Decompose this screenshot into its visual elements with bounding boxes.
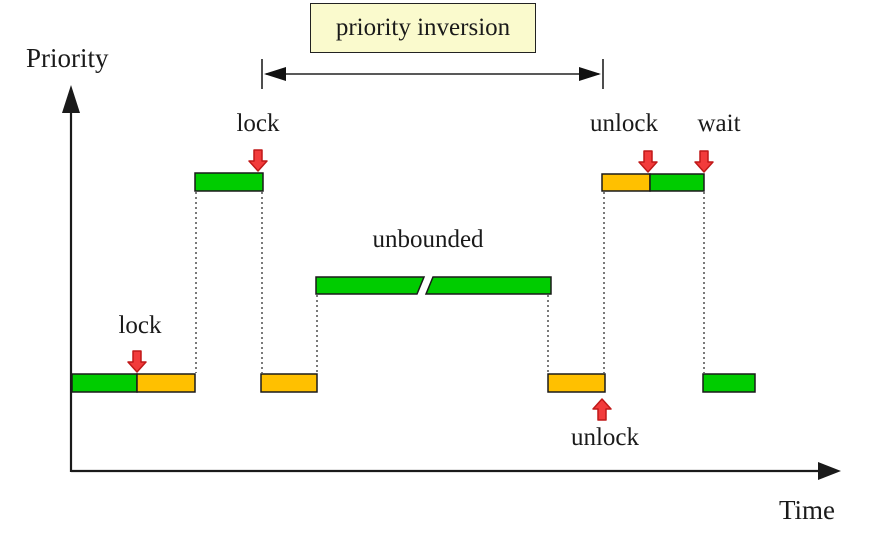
low-priority-lock-bar <box>136 373 196 393</box>
high-priority-running-bar <box>194 172 264 192</box>
priority-inversion-box-label: priority inversion <box>335 14 511 41</box>
task-bars <box>71 172 756 393</box>
x-axis-label: Time <box>779 495 836 525</box>
unlock-low-label: unlock <box>570 424 640 451</box>
low-priority-running-bar <box>71 373 138 393</box>
lock-high-label: lock <box>236 110 280 137</box>
y-axis <box>62 85 80 472</box>
left-arrowhead-icon <box>264 67 286 81</box>
wait-label: wait <box>697 110 741 137</box>
lock-high-arrow-icon <box>248 149 268 172</box>
priority-inversion-box: priority inversion <box>310 3 536 53</box>
unlock-low-arrow-icon <box>592 398 612 421</box>
wait-arrow-icon <box>694 150 714 173</box>
high-priority-lock-bar <box>601 173 651 192</box>
unlock-high-label: unlock <box>589 110 659 137</box>
x-axis-arrowhead-icon <box>818 462 841 480</box>
right-arrowhead-icon <box>579 67 601 81</box>
low-priority-lock-bar <box>547 373 606 393</box>
low-priority-lock-bar <box>260 373 318 393</box>
lock-low-arrow-icon <box>127 350 147 373</box>
medium-priority-unbounded-bar-right <box>424 276 552 295</box>
medium-priority-unbounded-bar-left <box>315 276 426 295</box>
y-axis-label: Priority <box>26 43 109 73</box>
y-axis-arrowhead-icon <box>62 85 80 113</box>
x-axis <box>71 462 841 480</box>
inversion-span-arrow <box>261 59 604 89</box>
unbounded-label: unbounded <box>372 226 484 253</box>
dotted-connectors <box>195 192 705 373</box>
lock-low-label: lock <box>118 312 162 339</box>
unlock-high-arrow-icon <box>638 150 658 173</box>
low-priority-running-bar <box>702 373 756 393</box>
high-priority-running-bar <box>649 173 705 192</box>
event-arrows <box>127 149 714 421</box>
